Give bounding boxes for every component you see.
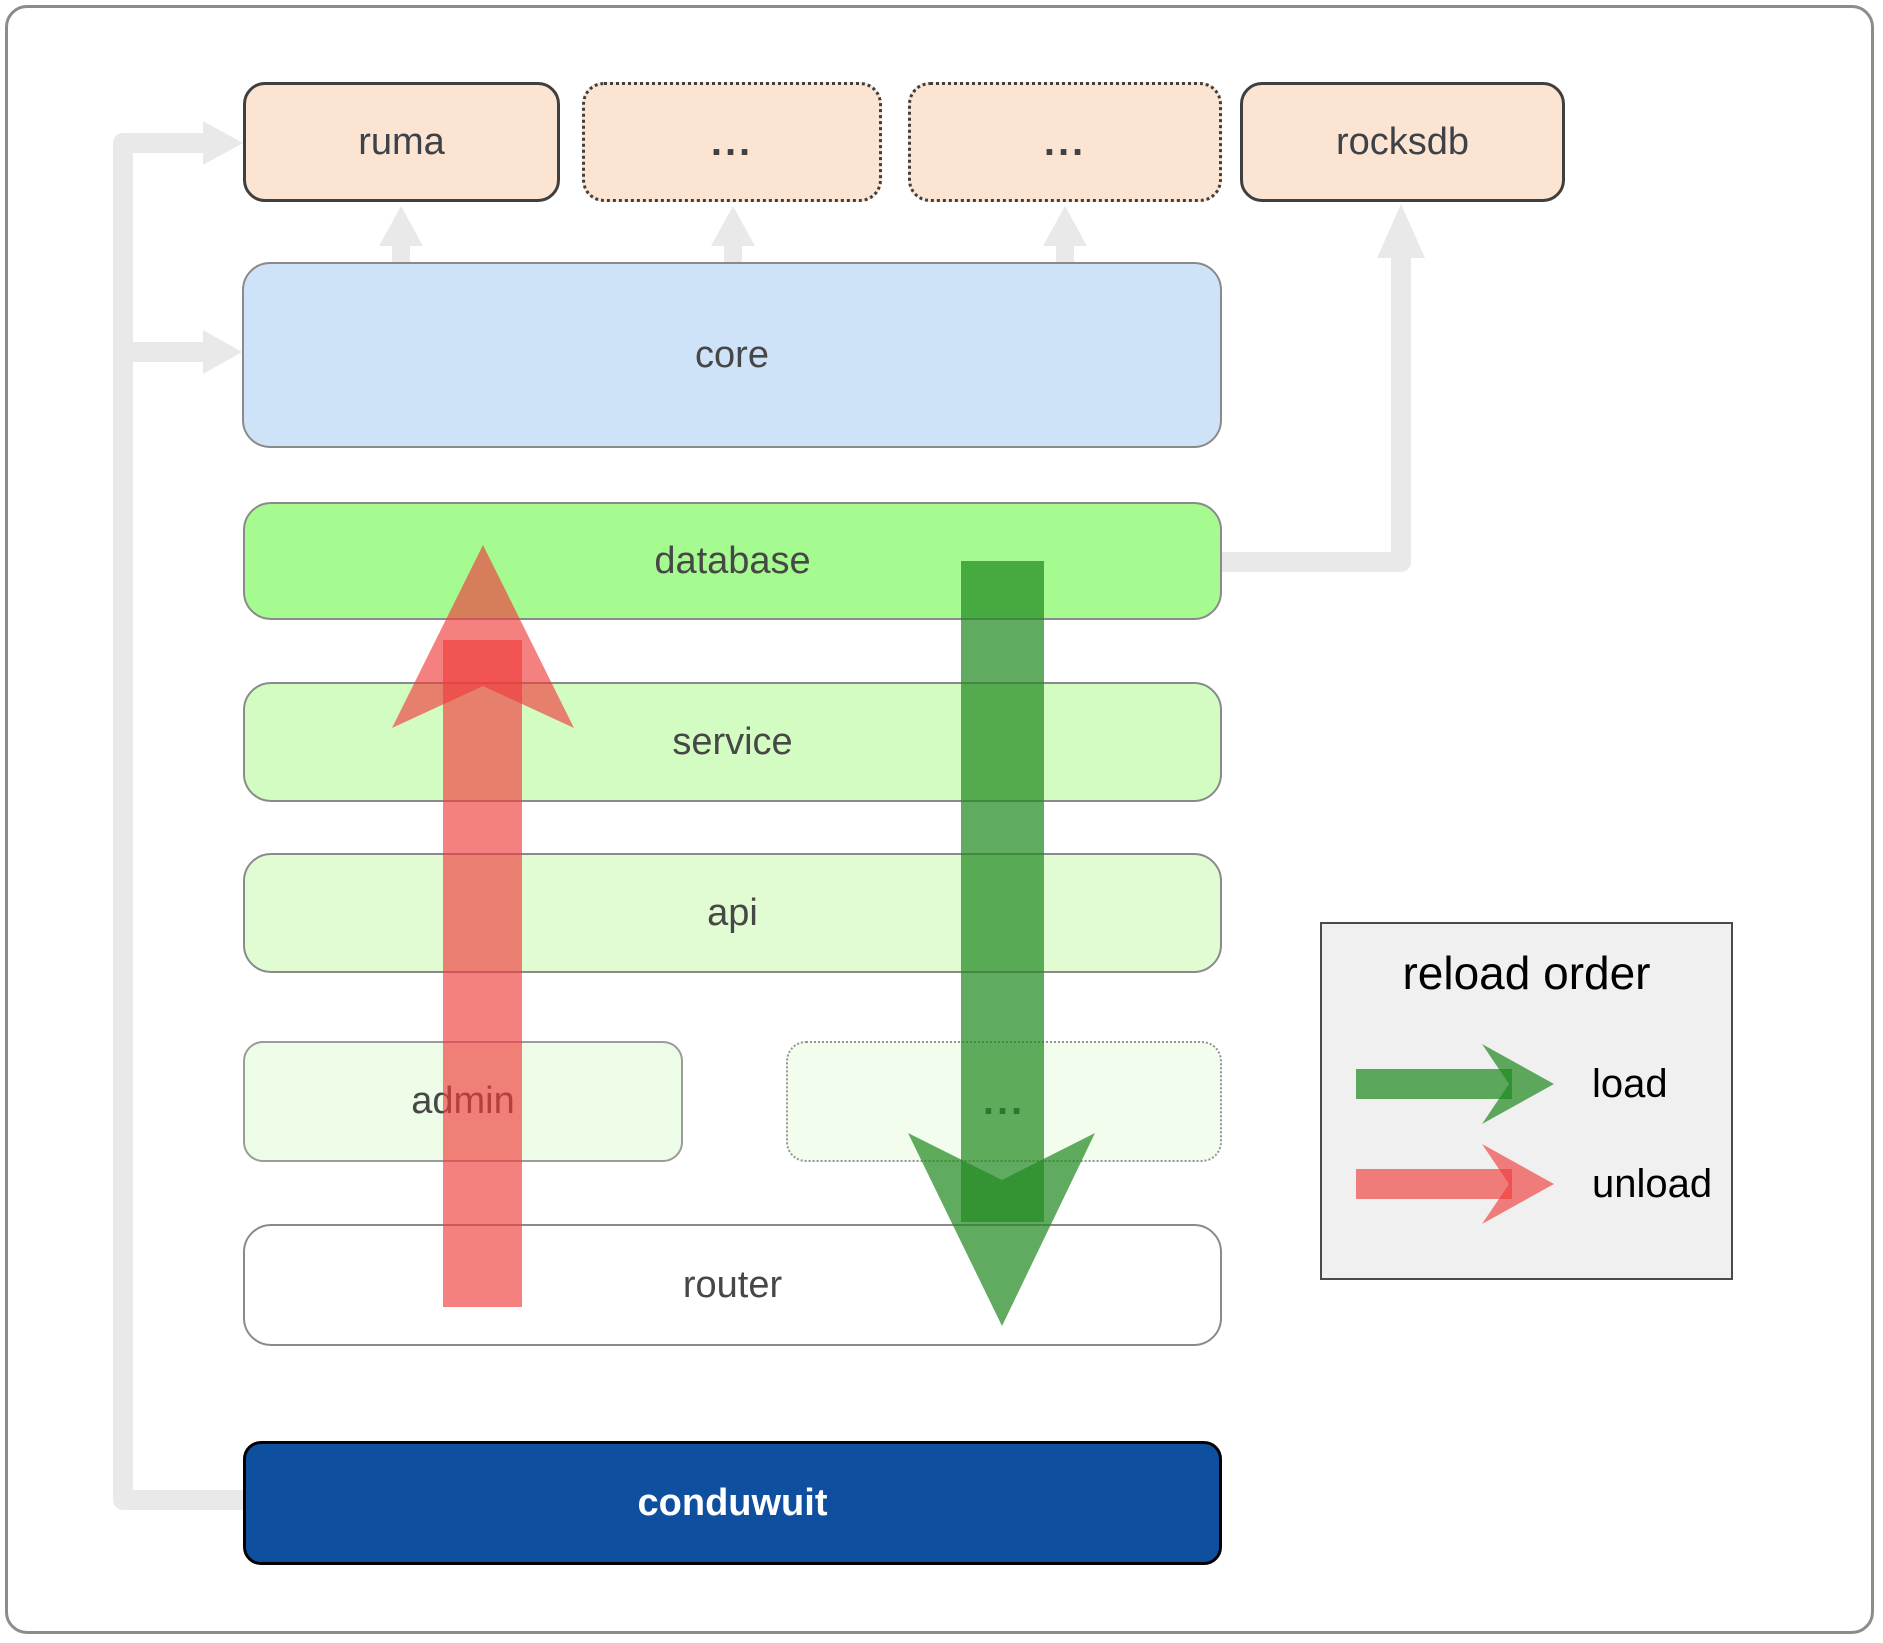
node-router-label: router [682, 1263, 783, 1306]
node-conduwuit-label: conduwuit [637, 1481, 828, 1524]
node-admin: admin [243, 1041, 683, 1162]
node-admin-label: admin [411, 1080, 515, 1122]
node-router: router [243, 1224, 1222, 1346]
node-core: core [242, 262, 1222, 448]
legend-unload-label: unload [1592, 1161, 1713, 1206]
node-conduwuit: conduwuit [243, 1441, 1222, 1565]
node-database: database [243, 502, 1222, 620]
node-rocksdb-label: rocksdb [1335, 120, 1470, 163]
node-api: api [243, 853, 1222, 973]
node-ruma: ruma [243, 82, 560, 202]
node-admin-ellipsis: ... [786, 1041, 1222, 1162]
load-arrow-icon [1356, 1044, 1554, 1124]
node-service: service [243, 682, 1222, 802]
node-service-label: service [672, 720, 793, 763]
node-ruma-label: ruma [358, 120, 445, 163]
node-api-label: api [707, 891, 758, 934]
node-ellipsis-2: ... [908, 82, 1222, 202]
unload-arrow-icon [1356, 1144, 1554, 1224]
node-core-label: core [695, 333, 769, 376]
legend-load-label: load [1592, 1061, 1668, 1106]
node-ellipsis-2-label: ... [1043, 119, 1087, 164]
node-ellipsis-1: ... [582, 82, 882, 202]
node-rocksdb: rocksdb [1240, 82, 1565, 202]
legend: reload order load unload [1320, 922, 1733, 1280]
legend-title: reload order [1402, 947, 1651, 999]
node-admin-ellipsis-label: ... [982, 1079, 1026, 1123]
node-database-label: database [654, 539, 811, 582]
node-ellipsis-1-label: ... [710, 119, 754, 164]
outer-frame [5, 5, 1874, 1634]
